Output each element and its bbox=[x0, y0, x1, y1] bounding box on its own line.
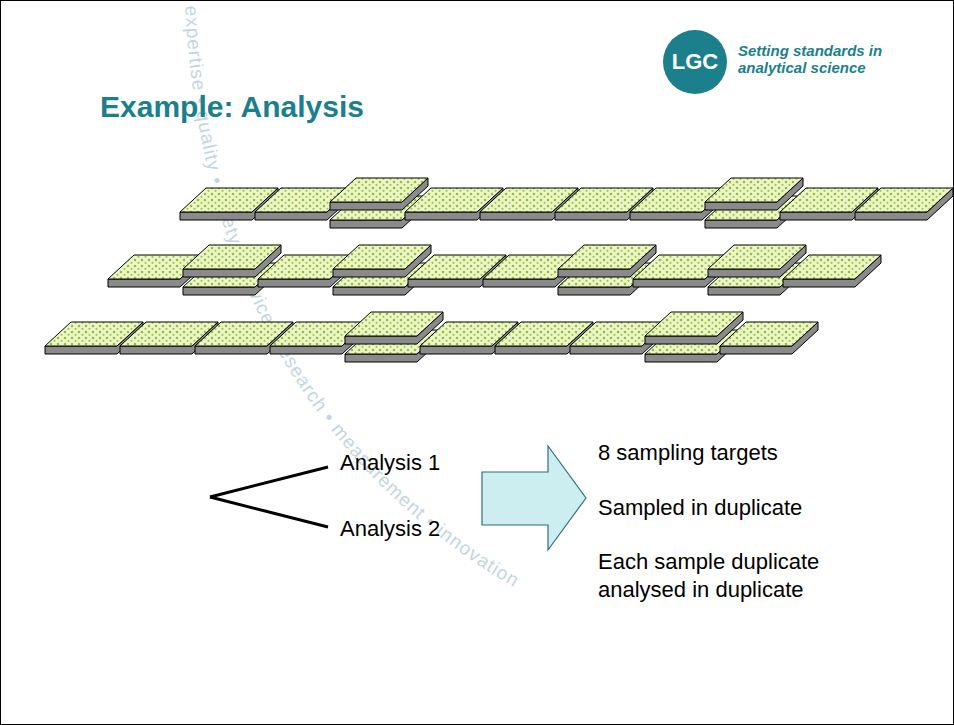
tile-side bbox=[855, 188, 953, 220]
analysis-label: Analysis 1 bbox=[340, 450, 440, 476]
block-arrow bbox=[482, 446, 586, 550]
note-text: Sampled in duplicate bbox=[598, 495, 802, 521]
tile-top bbox=[855, 188, 953, 212]
tile-top bbox=[783, 255, 881, 279]
tagline: Setting standards in analytical science bbox=[738, 42, 913, 77]
tile-top bbox=[645, 312, 743, 336]
tile-side bbox=[783, 255, 881, 287]
analysis-label: Analysis 2 bbox=[340, 516, 440, 542]
tile-side bbox=[720, 322, 818, 354]
tile-top bbox=[558, 245, 656, 269]
note-text: Each sample duplicate analysed in duplic… bbox=[598, 548, 858, 603]
tile-top bbox=[705, 178, 803, 202]
tile-top bbox=[330, 178, 428, 202]
tile-top bbox=[708, 245, 806, 269]
split-line bbox=[210, 497, 328, 527]
slide-title: Example: Analysis bbox=[100, 90, 364, 124]
note-text: 8 sampling targets bbox=[598, 440, 778, 466]
logo-circle: LGC bbox=[663, 30, 727, 94]
tile-top bbox=[720, 322, 818, 346]
tile-top bbox=[345, 312, 443, 336]
tile-top bbox=[183, 245, 281, 269]
tile-top bbox=[333, 245, 431, 269]
split-line bbox=[210, 467, 328, 497]
logo-text: LGC bbox=[672, 49, 718, 75]
